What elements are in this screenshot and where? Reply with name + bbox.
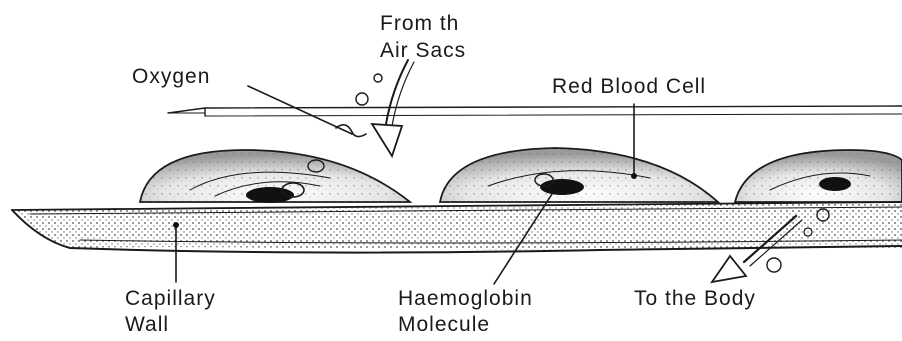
capillary-upper-wall	[168, 106, 902, 116]
capillary-wall-label-line1: Capillary	[125, 287, 216, 310]
haemoglobin-molecule-2	[540, 179, 584, 195]
from-air-sacs-label-line2: Air Sacs	[380, 39, 466, 62]
haemoglobin-molecule-label-line2: Molecule	[398, 313, 490, 336]
red-blood-cell-leader-dot	[631, 173, 637, 179]
capillary-wall-label-line2: Wall	[125, 313, 169, 336]
haemoglobin-molecule-3	[819, 177, 851, 191]
red-blood-cell-2	[440, 148, 718, 202]
from-air-sacs-label-line1: From th	[380, 12, 459, 35]
oxygen-leader-line	[248, 86, 352, 134]
haemoglobin-molecule-label-line1: Haemoglobin	[398, 287, 533, 310]
red-blood-cell-3	[735, 150, 902, 202]
to-the-body-label: To the Body	[634, 287, 756, 310]
capillary-lower-wall	[12, 202, 902, 253]
capillary-wall-leader-dot	[173, 222, 179, 228]
red-blood-cell-label: Red Blood Cell	[552, 75, 706, 98]
oxygen-label: Oxygen	[132, 65, 210, 88]
